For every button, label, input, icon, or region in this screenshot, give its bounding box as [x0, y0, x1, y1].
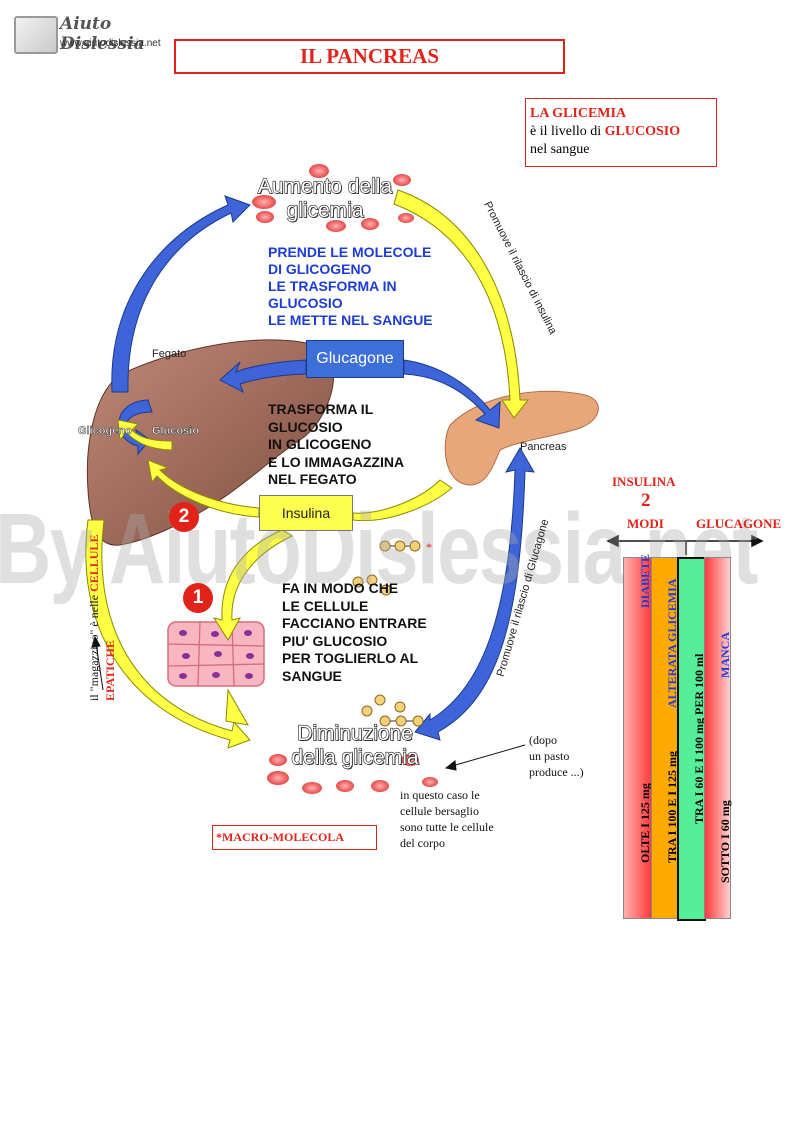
glicemia-definition-box: LA GLICEMIA è il livello di GLUCOSIO nel… [525, 98, 717, 167]
black-line: LE CELLULE [282, 597, 369, 614]
glucosio-label: Glucosio [152, 425, 200, 438]
bersaglio-line: in questo caso le [400, 788, 480, 802]
fegato-label: Fegato [152, 348, 187, 360]
black-line: PER TOGLIERLO AL [282, 650, 419, 666]
scale-modi: MODI [627, 516, 664, 531]
dopo-line: un pasto [529, 749, 570, 763]
cellule-bersaglio-note: in questo caso le cellule bersaglio sono… [400, 787, 494, 851]
glucagone-box: Glucagone [306, 340, 404, 378]
blue-line: PRENDE LE MOLECOLE [268, 244, 432, 260]
logo-url: www.aiutodislessia.net [60, 38, 161, 49]
glucose-molecules [352, 540, 424, 727]
insulina-box: Insulina [259, 495, 353, 531]
macro-molecola-box: *MACRO-MOLECOLA [212, 825, 377, 850]
magazzino-note-text: il "magazzino" è nelle [87, 591, 101, 701]
blue-line: GLUCOSIO [268, 295, 343, 311]
logo: Aiuto Dislessia www.aiutodislessia.net [12, 14, 162, 54]
glicemia-highlight: GLUCOSIO [604, 124, 681, 139]
black-line: SANGUE [282, 667, 342, 684]
book-icon [14, 16, 58, 54]
glicogeno-label: Glicogeno [78, 425, 132, 438]
body-cells [167, 621, 265, 687]
black-line: FA IN MODO CHE [282, 580, 399, 596]
black-line: TRASFORMA IL [268, 401, 374, 417]
bersaglio-line: cellule bersaglio [400, 804, 479, 818]
blood-cells-bottom [267, 754, 438, 794]
black-line: GLUCOSIO [268, 418, 343, 435]
bersaglio-line: sono tutte le cellule [400, 820, 494, 834]
page-title: IL PANCREAS [174, 39, 565, 74]
black-line: IN GLICOGENO [268, 436, 372, 452]
asterisk: * [426, 540, 432, 554]
blue-line: DI GLICOGENO [268, 261, 372, 277]
dopo-line: (dopo [529, 733, 557, 747]
step-1-badge: 1 [183, 583, 213, 613]
step-2-badge: 2 [169, 502, 199, 532]
blue-line: LE METTE NEL SANGUE [268, 312, 433, 328]
bar-manca-label: MANCA [717, 632, 732, 678]
black-line: FACCIANO ENTRARE [282, 615, 427, 631]
bersaglio-line: del corpo [400, 836, 445, 850]
liver-shape [86, 339, 334, 546]
black-line: E LO IMMAGAZZINA [268, 453, 405, 470]
aumento-line2: glicemia [286, 198, 364, 222]
dopo-line: produce ...) [529, 765, 584, 779]
glicemia-line1-text: è il livello di [530, 124, 605, 139]
insulina-explanation-2: FA IN MODO CHE LE CELLULE FACCIANO ENTRA… [282, 580, 427, 685]
diminuzione-line2: della glicemia [291, 745, 419, 769]
yellow-arrows [85, 189, 530, 749]
glicemia-line2: nel sangue [530, 142, 590, 157]
bar-manca: SOTTO I 60 mg MANCA [704, 557, 732, 919]
blue-arrows [111, 195, 535, 741]
scale-arrows [606, 534, 764, 555]
scale-insulina: INSULINA [612, 474, 676, 489]
glicemia-heading: LA GLICEMIA [530, 106, 627, 121]
pointer-arrows [91, 635, 526, 771]
diminuzione-glicemia: Diminuzione della glicemia [275, 721, 435, 770]
blue-line: LE TRASFORMA IN [268, 278, 397, 294]
bar-alterata: TRA I 100 E I 125 mg ALTERATA GLICEMIA [651, 557, 679, 919]
bar-normale: TRA I 60 E I 100 mg PER 100 ml [677, 557, 706, 921]
aumento-glicemia: Aumento della glicemia [240, 174, 410, 223]
blood-cells-top [252, 164, 414, 232]
aumento-line1: Aumento della [257, 174, 393, 198]
glicemia-line1: è il livello di GLUCOSIO [530, 123, 712, 141]
scale-glucagone: GLUCAGONE [696, 516, 782, 531]
glucagone-explanation: PRENDE LE MOLECOLE DI GLICOGENO LE TRASF… [268, 244, 433, 329]
bar-diabete: OLTE I 125 mg DIABETE [623, 554, 652, 919]
insulina-explanation-1: TRASFORMA IL GLUCOSIO IN GLICOGENO E LO … [268, 401, 404, 489]
black-line: PIU' GLUCOSIO [282, 632, 388, 649]
bar-manca-range: SOTTO I 60 mg [717, 800, 732, 883]
scale-two: 2 [641, 490, 651, 511]
diminuzione-line1: Diminuzione [297, 721, 414, 745]
black-line: NEL FEGATO [268, 471, 357, 487]
magazzino-note: il "magazzino" è nelle CELLULE EPATICHE [86, 471, 118, 701]
dopo-pasto-note: (dopo un pasto produce ...) [529, 732, 584, 780]
pancreas-label: Pancreas [520, 441, 567, 453]
logo-title: Aiuto Dislessia [60, 14, 145, 54]
